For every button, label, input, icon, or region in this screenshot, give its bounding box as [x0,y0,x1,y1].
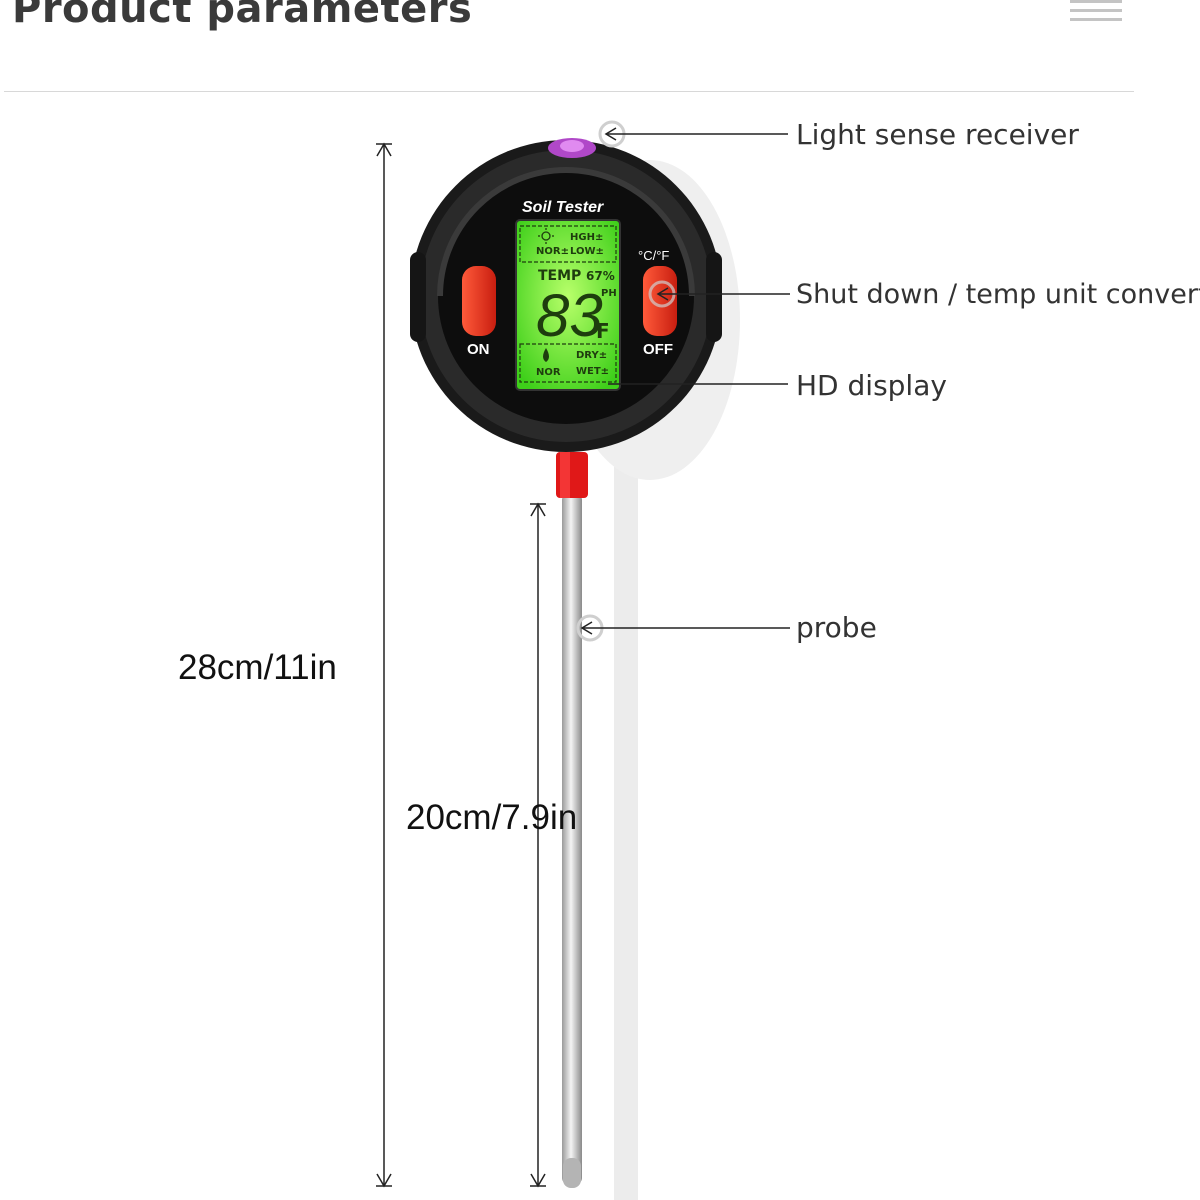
lcd-light-nor: NOR± [536,246,569,257]
callout-light-sensor: Light sense receiver [796,118,1079,151]
lcd-unit: F [596,319,610,343]
total-length-label: 28cm/11in [178,648,337,687]
probe-length-dimension-line [530,502,546,1188]
lcd-light-high: HGH± [570,232,603,243]
probe-length-label: 20cm/7.9in [406,798,578,837]
probe-tip [563,1158,581,1188]
on-button [462,266,496,336]
lcd-ph-label: PH [601,288,617,299]
brand-label: Soil Tester [522,199,604,216]
callout-power-button: Shut down / temp unit converter [796,279,1200,310]
water-drop-icon [543,348,549,362]
lcd-moisture: 67% [586,269,615,283]
off-label: OFF [643,341,673,358]
hamburger-menu-icon[interactable] [1070,0,1124,30]
header-divider [4,91,1134,92]
callout-probe: probe [796,611,877,644]
lcd-temp-label: TEMP [538,268,581,284]
total-length-dimension-line [376,142,392,1188]
lcd-nor: NOR [536,367,561,378]
callout-leaders [576,120,790,642]
probe-shadow [614,420,638,1200]
sun-icon [538,228,554,244]
lcd-wet: WET± [576,366,609,377]
page-title: Product parameters [12,0,473,32]
on-label: ON [467,341,490,358]
lcd-reading: 83 [536,282,603,349]
unit-toggle-label: °C/°F [638,248,669,263]
lcd-dry: DRY± [576,350,607,361]
callout-display: HD display [796,369,947,402]
lcd-light-low: LOW± [570,246,604,257]
metal-probe [562,494,582,1184]
